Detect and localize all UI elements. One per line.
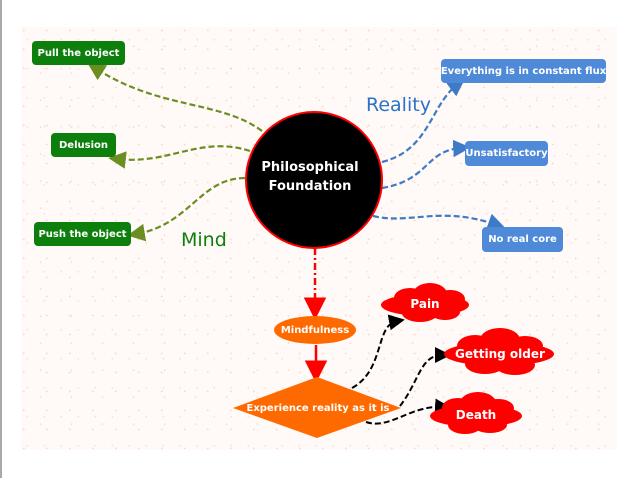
- death-cloud: [430, 392, 522, 434]
- node-push-the-object[interactable]: Push the object: [34, 222, 131, 246]
- node-no-real-core[interactable]: No real core: [482, 227, 563, 252]
- left-border: [0, 0, 2, 478]
- edge-hub-to-flux: [381, 78, 466, 164]
- pain-label[interactable]: Pain: [410, 297, 440, 311]
- mind-label: Mind: [181, 229, 227, 251]
- edge-hub-to-push: [127, 176, 246, 242]
- edge-hub-to-pull: [87, 63, 263, 132]
- edge-experience-to-death: [365, 398, 451, 425]
- pain-cloud: [381, 283, 469, 322]
- getting-older-cloud: [444, 328, 554, 375]
- node-unsatisfactory[interactable]: Unsatisfactory: [465, 141, 548, 166]
- edge-experience-to-pain: [351, 314, 405, 389]
- experience-label[interactable]: Experience reality as it is: [246, 402, 390, 414]
- experience-diamond: [233, 377, 401, 438]
- hub-label-line1: Philosophical: [261, 160, 359, 175]
- edge-experience-to-older: [399, 347, 451, 407]
- mindfulness-label[interactable]: Mindfulness: [280, 324, 350, 336]
- node-pull-the-object[interactable]: Pull the object: [32, 41, 125, 65]
- reality-label: Reality: [366, 94, 431, 116]
- getting-older-label[interactable]: Getting older: [455, 347, 545, 361]
- hub-circle: [245, 111, 383, 249]
- node-delusion[interactable]: Delusion: [51, 133, 116, 157]
- mindfulness-ellipse: [274, 316, 356, 344]
- node-everything-in-flux[interactable]: Everything is in constant flux: [441, 59, 606, 83]
- edge-hub-to-delusion: [108, 145, 251, 169]
- hub-label-line2: Foundation: [268, 179, 352, 194]
- edge-hub-to-no-core: [372, 213, 506, 231]
- hub-label[interactable]: Philosophical Foundation: [250, 158, 370, 196]
- death-label[interactable]: Death: [455, 408, 497, 422]
- edge-hub-to-unsatisfactory: [381, 139, 471, 190]
